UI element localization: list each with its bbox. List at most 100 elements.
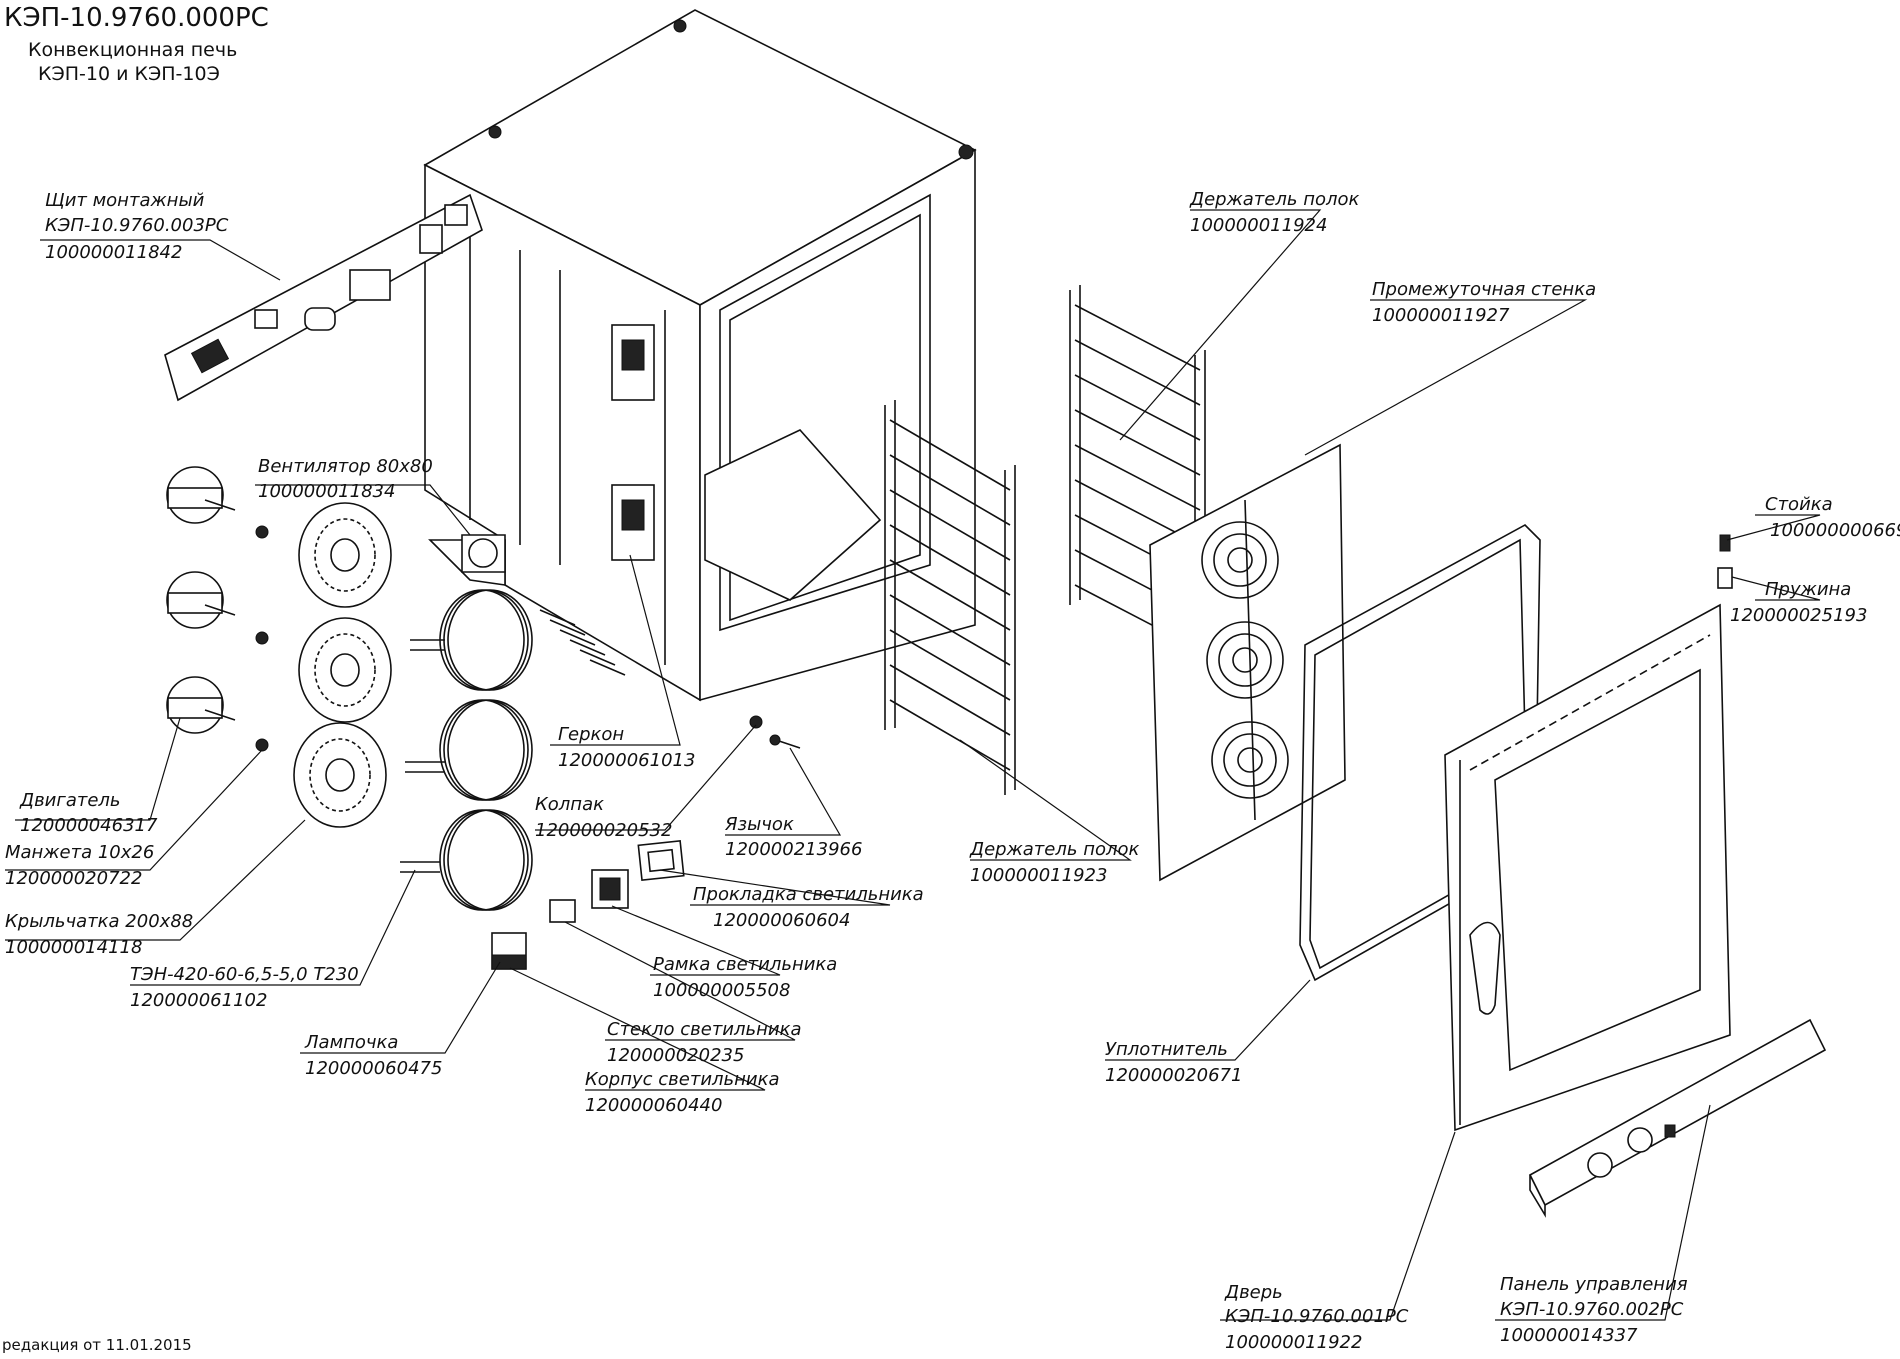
callout-motor: Двигатель 120000046317: [19, 790, 158, 836]
callout-mounting-panel: Щит монтажный КЭП-10.9760.003РС 10000001…: [45, 190, 229, 263]
impeller-middle: [298, 617, 392, 723]
lamp-housing: [491, 932, 527, 970]
svg-text:120000020722: 120000020722: [5, 868, 142, 889]
callout-fan: Вентилятор 80х80 100000011834: [258, 456, 433, 502]
callout-lamp-glass: Стекло светильника 120000020235: [607, 1019, 801, 1066]
svg-text:Пружина: Пружина: [1765, 579, 1851, 600]
callout-reed-switch: Геркон 120000061013: [558, 724, 695, 771]
svg-text:Стойка: Стойка: [1765, 494, 1833, 515]
svg-text:100000011834: 100000011834: [258, 481, 395, 502]
svg-text:120000060475: 120000060475: [305, 1058, 442, 1079]
svg-text:Дверь: Дверь: [1224, 1282, 1283, 1303]
svg-text:Вентилятор 80х80: Вентилятор 80х80: [258, 456, 433, 477]
callout-seal: Уплотнитель 120000020671: [1105, 1039, 1242, 1086]
svg-text:Щит монтажный: Щит монтажный: [45, 190, 205, 211]
callout-tongue: Язычок 120000213966: [724, 814, 862, 860]
oven-door: [1444, 603, 1731, 1132]
heating-element-bottom: [400, 809, 533, 911]
callout-cap: Колпак 120000020532: [535, 794, 672, 841]
drawing-title-line1: Конвекционная печь: [28, 39, 237, 61]
cuff-top: [255, 525, 269, 539]
shelf-holder-front: [884, 400, 1016, 795]
motor-middle: [166, 571, 236, 629]
leader-lines: [5, 209, 1821, 1321]
stand-post: [1719, 534, 1731, 552]
callout-cuff: Манжета 10х26 120000020722: [5, 842, 154, 889]
callout-shelf-holder-front: Держатель полок 100000011923: [969, 839, 1140, 886]
vent-slots: [539, 609, 626, 676]
lamp-gasket: [637, 840, 685, 881]
svg-text:КЭП-10.9760.002РС: КЭП-10.9760.002РС: [1500, 1299, 1684, 1320]
svg-text:100000005508: 100000005508: [653, 980, 790, 1001]
svg-text:КЭП-10.9760.003РС: КЭП-10.9760.003РС: [45, 215, 229, 236]
motor-top: [166, 466, 236, 524]
svg-text:100000011927: 100000011927: [1372, 305, 1510, 326]
svg-text:ТЭН-420-60-6,5-5,0 Т230: ТЭН-420-60-6,5-5,0 Т230: [130, 964, 359, 985]
svg-text:Корпус светильника: Корпус светильника: [585, 1069, 780, 1090]
motor-bottom: [166, 676, 236, 734]
mounting-panel: [164, 193, 483, 402]
callout-heating-element: ТЭН-420-60-6,5-5,0 Т230 120000061102: [130, 964, 359, 1011]
svg-text:120000020532: 120000020532: [535, 820, 672, 841]
callout-lamp-frame: Рамка светильника 100000005508: [653, 954, 837, 1001]
revision-note: редакция от 11.01.2015: [2, 1336, 192, 1354]
callout-lamp-gasket: Прокладка светильника 120000060604: [693, 884, 924, 931]
fan-80x80: [461, 534, 506, 573]
svg-text:120000025193: 120000025193: [1730, 605, 1867, 626]
svg-text:Геркон: Геркон: [558, 724, 624, 745]
svg-text:120000060604: 120000060604: [713, 910, 850, 931]
latch-tongue: [769, 734, 801, 749]
spring: [1717, 567, 1733, 589]
svg-text:Двигатель: Двигатель: [19, 790, 121, 811]
lamp-cap: [749, 715, 763, 729]
svg-text:Промежуточная стенка: Промежуточная стенка: [1372, 279, 1596, 300]
svg-text:120000061013: 120000061013: [558, 750, 695, 771]
drawing-code: КЭП-10.9760.000РС: [4, 3, 269, 33]
intermediate-wall: [1149, 443, 1346, 882]
svg-text:Рамка светильника: Рамка светильника: [653, 954, 837, 975]
svg-text:Манжета 10х26: Манжета 10х26: [5, 842, 154, 863]
lamp-frame: [591, 869, 629, 909]
svg-text:Уплотнитель: Уплотнитель: [1105, 1039, 1228, 1060]
svg-text:120000060440: 120000060440: [585, 1095, 722, 1116]
callout-stand: Стойка 100000000669: [1765, 494, 1900, 541]
callout-lamp-housing: Корпус светильника 120000060440: [585, 1069, 780, 1116]
svg-text:Прокладка светильника: Прокладка светильника: [693, 884, 924, 905]
svg-text:120000061102: 120000061102: [130, 990, 267, 1011]
callout-lamp: Лампочка 120000060475: [304, 1032, 442, 1079]
callout-spring: Пружина 120000025193: [1730, 579, 1867, 626]
svg-text:Колпак: Колпак: [535, 794, 604, 815]
cuff-middle: [255, 631, 269, 645]
control-panel: [1528, 1018, 1827, 1218]
impeller-top: [298, 502, 392, 608]
svg-text:120000213966: 120000213966: [725, 839, 862, 860]
svg-text:100000011924: 100000011924: [1190, 215, 1327, 236]
callout-impeller: Крыльчатка 200х88 100000014118: [5, 911, 193, 958]
drawing-title-line2: КЭП-10 и КЭП-10Э: [38, 63, 220, 85]
heating-element-middle: [405, 699, 533, 801]
svg-text:120000020235: 120000020235: [607, 1045, 744, 1066]
svg-text:100000014337: 100000014337: [1500, 1325, 1638, 1346]
cuff-bottom: [255, 738, 269, 752]
svg-text:Держатель полок: Держатель полок: [969, 839, 1140, 860]
svg-text:Панель управления: Панель управления: [1500, 1274, 1688, 1295]
svg-text:Лампочка: Лампочка: [304, 1032, 398, 1053]
svg-text:120000046317: 120000046317: [20, 815, 158, 836]
svg-text:Стекло светильника: Стекло светильника: [607, 1019, 801, 1040]
callout-control-panel: Панель управления КЭП-10.9760.002РС 1000…: [1500, 1274, 1688, 1346]
callout-shelf-holder-back: Держатель полок 100000011924: [1189, 189, 1360, 236]
oven-body: [423, 9, 977, 702]
svg-text:Крыльчатка 200х88: Крыльчатка 200х88: [5, 911, 193, 932]
callout-intermediate-wall: Промежуточная стенка 100000011927: [1372, 279, 1596, 326]
svg-text:100000000669: 100000000669: [1770, 520, 1900, 541]
svg-text:Язычок: Язычок: [724, 814, 794, 835]
callout-door: Дверь КЭП-10.9760.001РС 100000011922: [1224, 1282, 1409, 1353]
lamp-glass: [549, 899, 576, 923]
heating-element-top: [410, 589, 533, 691]
svg-text:Держатель полок: Держатель полок: [1189, 189, 1360, 210]
svg-text:100000011842: 100000011842: [45, 242, 182, 263]
svg-text:120000020671: 120000020671: [1105, 1065, 1242, 1086]
svg-text:100000011923: 100000011923: [970, 865, 1107, 886]
door-seal: [1299, 524, 1541, 982]
